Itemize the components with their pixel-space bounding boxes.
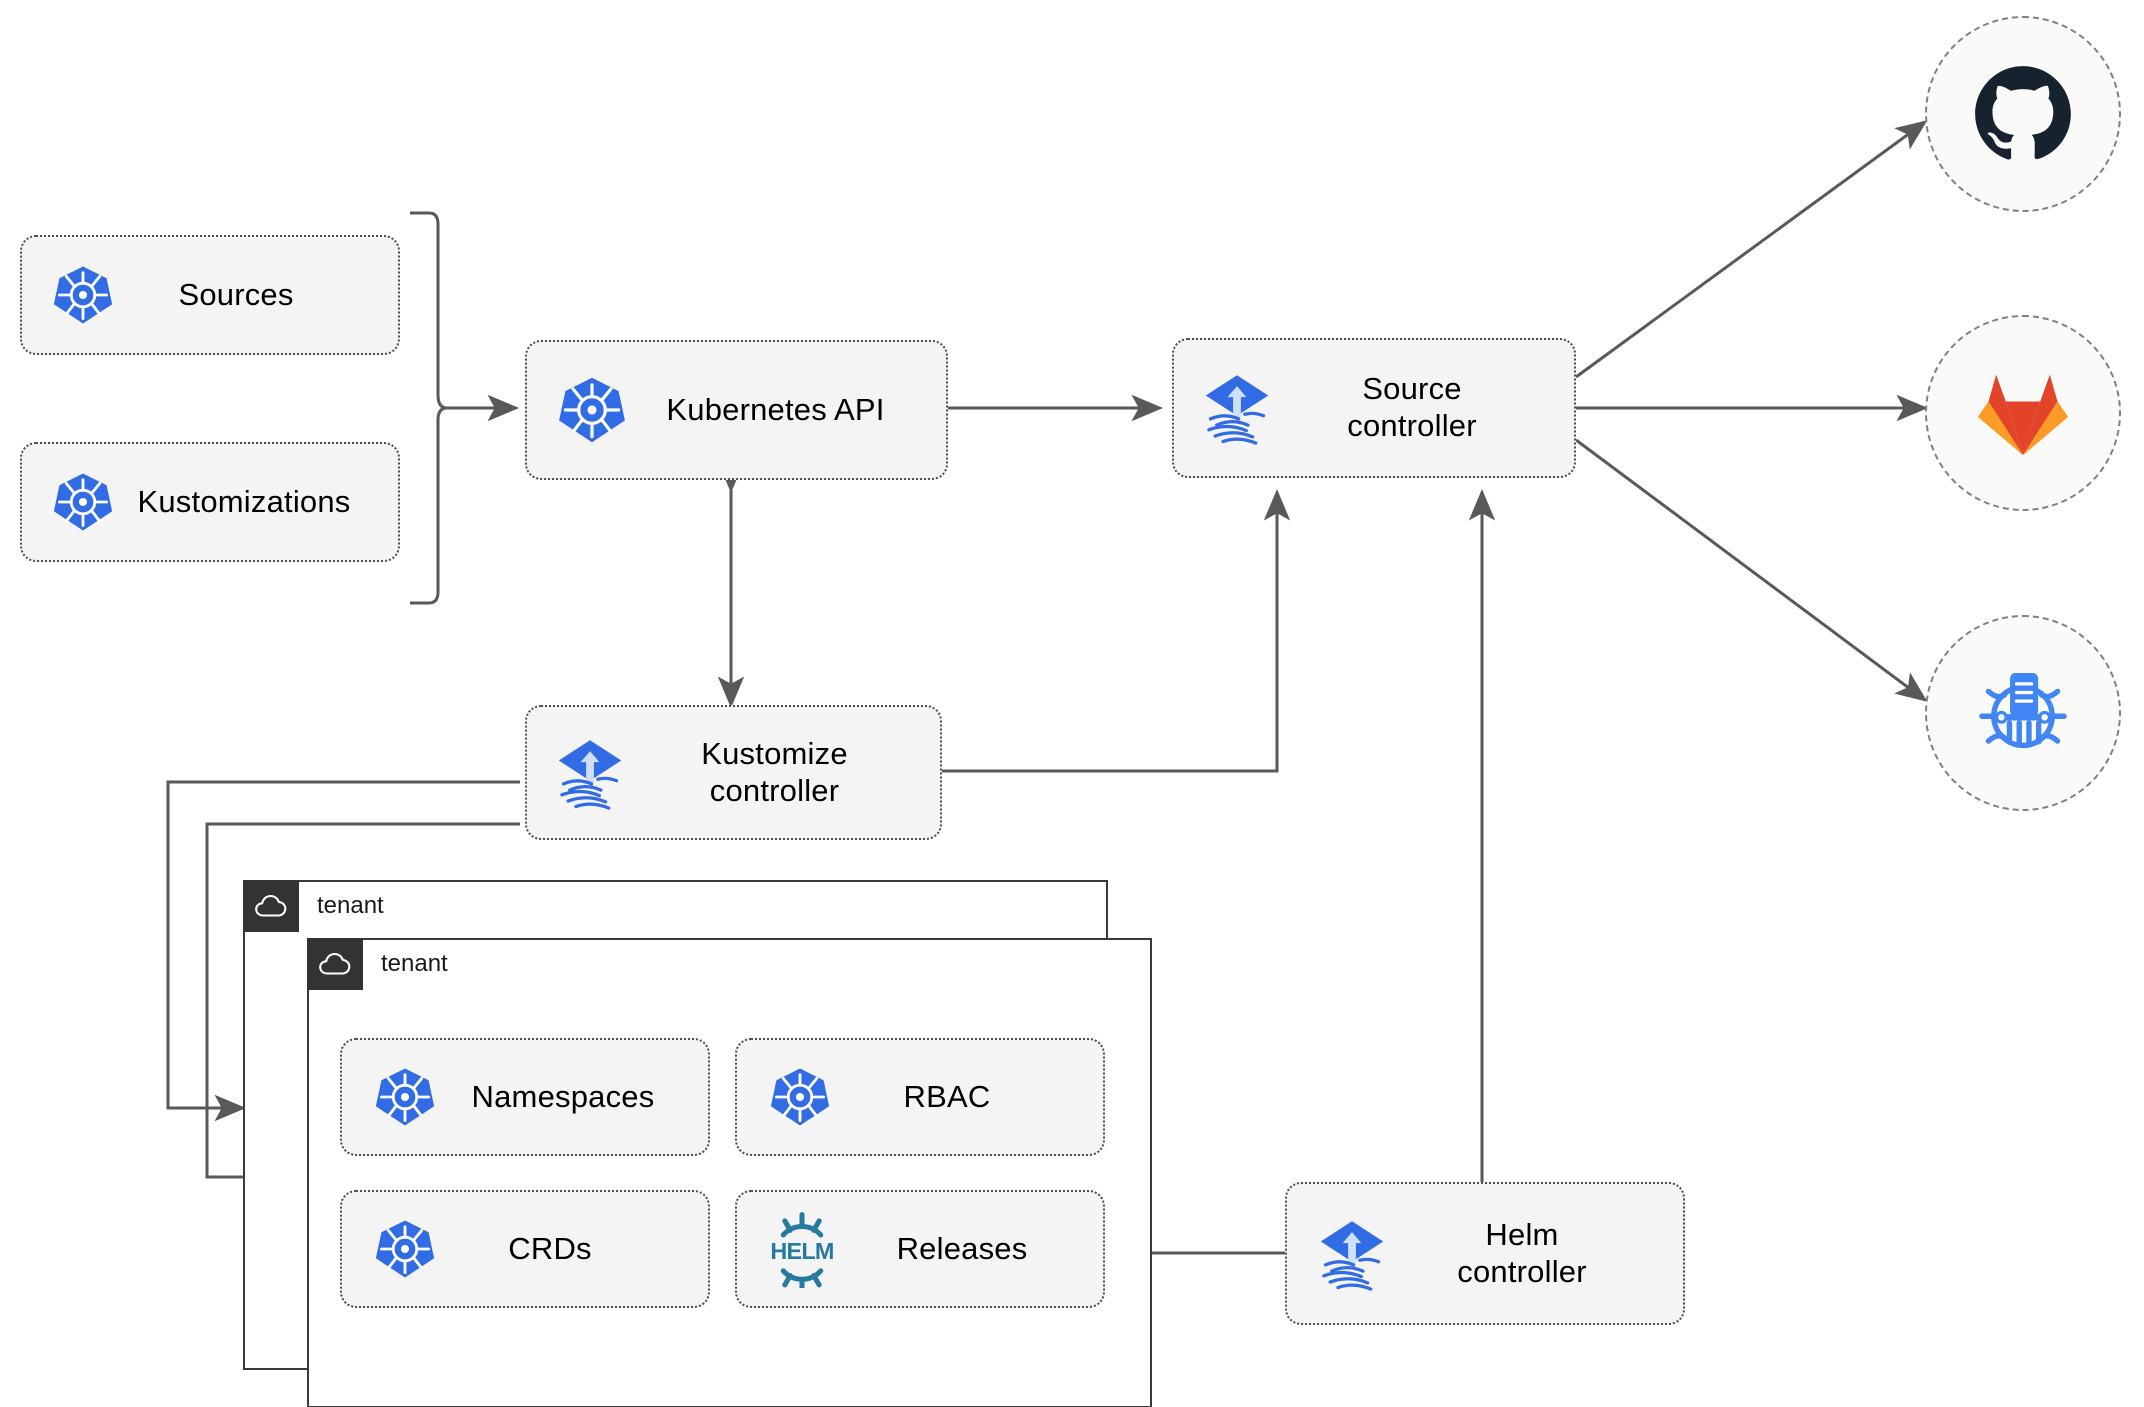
github-icon <box>1975 66 2071 160</box>
node-label-rbac: RBAC <box>903 1078 991 1114</box>
node-label-kustomizations: Kustomizations <box>137 483 351 519</box>
node-namespaces[interactable]: Namespaces <box>340 1038 710 1156</box>
group-bracket <box>410 211 448 605</box>
wire-kustomize-to-source <box>942 489 1291 773</box>
node-source-controller[interactable]: Source controller <box>1172 338 1576 478</box>
helm-chart-icon <box>1979 673 2067 749</box>
node-kustomizations[interactable]: Kustomizations <box>20 442 400 562</box>
kubernetes-icon <box>557 375 627 445</box>
kubernetes-icon <box>374 1218 436 1280</box>
node-releases[interactable]: HELM Releases <box>735 1190 1105 1308</box>
gitlab-icon <box>1977 374 2069 456</box>
provider-gitlab[interactable] <box>1925 315 2121 511</box>
node-kustomize-controller[interactable]: Kustomize controller <box>525 705 942 840</box>
node-label-releases: Releases <box>896 1230 1028 1266</box>
cloud-icon <box>243 880 299 932</box>
svg-text:HELM: HELM <box>770 1238 833 1264</box>
flux-icon <box>551 734 629 812</box>
provider-helm-repository[interactable] <box>1925 615 2121 811</box>
node-label-sources: Sources <box>178 276 294 312</box>
node-crds[interactable]: CRDs <box>340 1190 710 1308</box>
cloud-icon <box>307 938 363 990</box>
node-sources[interactable]: Sources <box>20 235 400 355</box>
node-label-namespaces: Namespaces <box>471 1078 655 1114</box>
tenant-header-2: tenant <box>307 938 448 990</box>
node-helm-controller[interactable]: Helm controller <box>1285 1182 1685 1325</box>
node-label-kubernetes-api: Kubernetes API <box>666 391 885 427</box>
node-kubernetes-api[interactable]: Kubernetes API <box>525 340 948 480</box>
tenant-header-1: tenant <box>243 880 384 932</box>
node-rbac[interactable]: RBAC <box>735 1038 1105 1156</box>
wire-source-to-github <box>1575 120 1928 379</box>
helm-logo-icon: HELM <box>763 1210 841 1288</box>
tenant-label-2: tenant <box>381 950 448 977</box>
kubernetes-icon <box>374 1066 436 1128</box>
flux-icon <box>1313 1215 1391 1293</box>
node-label-helm-controller: Helm controller <box>1457 1216 1587 1289</box>
tenant-label-1: tenant <box>317 892 384 919</box>
kubernetes-icon <box>52 264 114 326</box>
node-label-crds: CRDs <box>508 1230 592 1266</box>
node-label-kustomize-controller: Kustomize controller <box>701 735 848 808</box>
flux-icon <box>1198 369 1276 447</box>
provider-github[interactable] <box>1925 16 2121 212</box>
tenant-container-2: tenant <box>307 938 1152 1407</box>
wire-source-to-helmrepo <box>1575 438 1928 702</box>
node-label-source-controller: Source controller <box>1347 371 1477 443</box>
kubernetes-icon <box>52 471 114 533</box>
kubernetes-icon <box>769 1066 831 1128</box>
